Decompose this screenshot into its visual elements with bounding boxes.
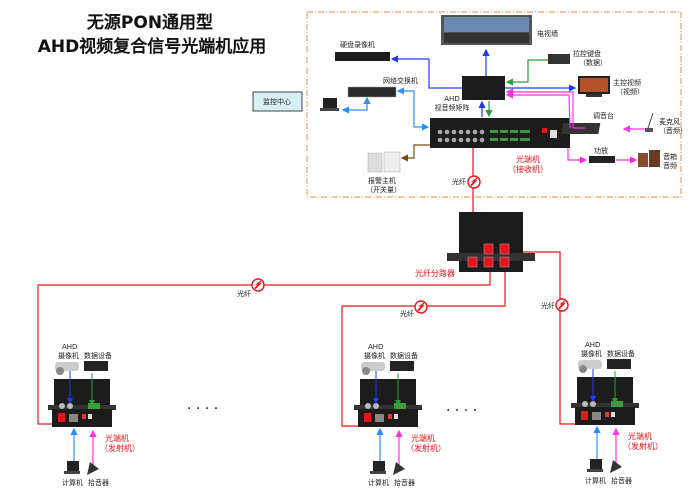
transmitter-label-1: 光端机 [411, 433, 435, 443]
tv-wall-label: 电视墙 [537, 29, 558, 38]
terminal-site-1: AHD 摄像机 数据设备 光端机 （发射机） 计算机 拾音器 [48, 343, 140, 487]
fiber-label-right: 光纤 [541, 301, 555, 310]
fiber-icon [555, 298, 569, 312]
tv-wall [441, 15, 532, 45]
pickup-label: 拾音器 [611, 476, 632, 485]
fiber-label-left: 光纤 [237, 289, 251, 298]
pickup-label: 拾音器 [88, 478, 109, 487]
computer-icon [370, 461, 386, 474]
ellipsis: · · · · [187, 401, 218, 417]
computer-label: 计算机 [62, 478, 83, 487]
control-keyboard [548, 54, 570, 64]
data-device [607, 359, 631, 369]
fiber-splitter [447, 212, 535, 272]
main-monitor [578, 76, 610, 97]
mixer-label: 调音台 [593, 111, 614, 120]
computer-icon [587, 459, 603, 472]
data-device-label: 数据设备 [390, 351, 418, 360]
camera-label-2: 摄像机 [364, 351, 385, 360]
pickup-icon [87, 462, 99, 475]
monitor-label-1: 主控视频 [613, 78, 641, 87]
matrix-label-1: AHD [444, 95, 459, 103]
splitter-label: 光纤分路器 [415, 268, 455, 278]
camera-label-2: 摄像机 [581, 349, 602, 358]
transmitter-label-1: 光端机 [628, 431, 652, 441]
fiber-label-main: 光纤 [452, 177, 466, 186]
alarm-label-2: （开关量） [366, 185, 401, 194]
receiver-label-2: （接收机） [508, 164, 548, 174]
fiber-icon [414, 300, 428, 314]
data-device [390, 361, 414, 371]
ahd-camera [361, 362, 385, 375]
fiber-label-mid: 光纤 [400, 309, 414, 318]
mic-label-2: （音频） [659, 126, 687, 135]
transmitter-label-2: （发射机） [406, 443, 446, 453]
pickup-icon [610, 460, 622, 473]
fiber-lines [37, 148, 584, 427]
transmitter-label-2: （发射机） [100, 443, 140, 453]
receiver-label-1: 光端机 [516, 154, 540, 164]
av-matrix [462, 76, 505, 100]
monitoring-center-label: 监控中心 [263, 97, 291, 106]
title-line2: AHD视频复合信号光端机应用 [38, 36, 267, 57]
network-switch-label: 网络交换机 [383, 76, 418, 85]
laptop-icon [320, 98, 339, 111]
data-device [84, 361, 108, 371]
microphone-icon [645, 112, 654, 132]
optical-transmitter [571, 377, 639, 425]
camera-label-1: AHD [62, 343, 77, 351]
fiber-icon [467, 175, 481, 189]
network-switch [347, 86, 397, 98]
ahd-camera [578, 360, 602, 373]
data-device-label: 数据设备 [607, 349, 635, 358]
alarm-host [367, 151, 401, 173]
data-device-label: 数据设备 [84, 351, 112, 360]
pickup-label: 拾音器 [394, 478, 415, 487]
terminal-site-2: AHD 摄像机 数据设备 光端机 （发射机） 计算机 拾音器 [354, 343, 446, 487]
dvr [335, 52, 390, 61]
speaker-icon [638, 150, 660, 167]
computer-label: 计算机 [368, 478, 389, 487]
amp-label: 功放 [594, 146, 608, 155]
mic-label-1: 麦克风 [659, 117, 680, 126]
monitoring-center-box [252, 91, 303, 112]
terminal-site-3: AHD 摄像机 数据设备 光端机 （发射机） 计算机 拾音器 [571, 341, 663, 485]
title-line1: 无源PON通用型 [86, 12, 213, 33]
center-connections [341, 48, 645, 164]
speaker-label-2: 音频 [663, 161, 677, 170]
transmitter-label-2: （发射机） [623, 441, 663, 451]
optical-receiver [430, 118, 570, 148]
pickup-icon [393, 462, 405, 475]
matrix-label-2: 视音频矩阵 [435, 103, 470, 112]
computer-label: 计算机 [585, 476, 606, 485]
transmitter-label-1: 光端机 [105, 433, 129, 443]
keyboard-label-2: （数据） [579, 58, 607, 67]
camera-label-1: AHD [368, 343, 383, 351]
optical-transmitter [48, 379, 116, 427]
optical-transmitter [354, 379, 422, 427]
ahd-camera [55, 362, 79, 375]
amplifier [589, 156, 615, 163]
monitor-label-2: （视频） [616, 87, 644, 96]
alarm-label-1: 报警主机 [368, 176, 396, 185]
dvr-label: 硬盘录像机 [340, 40, 375, 49]
speaker-label-1: 音箱 [663, 152, 677, 161]
camera-label-1: AHD [585, 341, 600, 349]
keyboard-label-1: 拉控键盘 [573, 49, 601, 58]
fiber-icon [251, 278, 265, 292]
ellipsis: · · · · [446, 403, 477, 419]
camera-label-2: 摄像机 [58, 351, 79, 360]
monitoring-center-frame [306, 11, 682, 198]
computer-icon [64, 461, 80, 474]
